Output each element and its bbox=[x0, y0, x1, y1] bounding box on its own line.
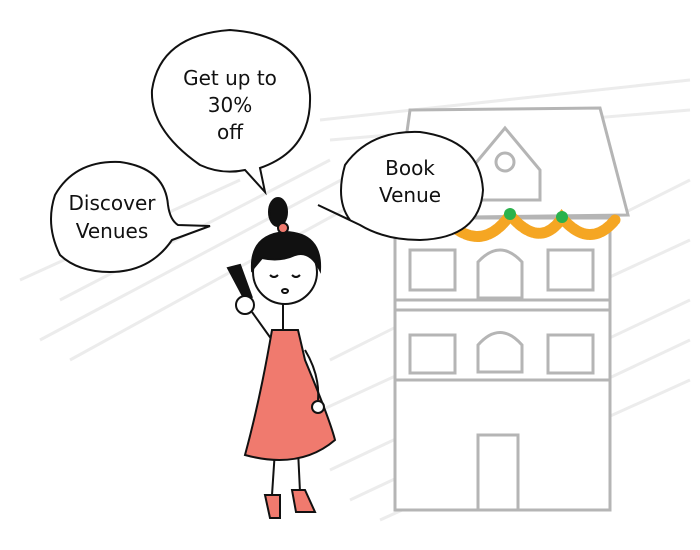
discount-line-2: 30% bbox=[208, 93, 252, 117]
girl-shoe bbox=[290, 489, 317, 513]
garland-knot bbox=[556, 211, 568, 223]
discount-line-3: off bbox=[217, 120, 244, 144]
discover-line-2: Venues bbox=[76, 219, 149, 243]
speech-bubble-book: Book Venue bbox=[317, 130, 485, 242]
house-window bbox=[408, 333, 457, 375]
girl-dress bbox=[243, 329, 337, 461]
house bbox=[393, 106, 630, 512]
discover-line-1: Discover bbox=[69, 191, 157, 215]
girl-eyes bbox=[269, 274, 301, 278]
house-round-window bbox=[494, 151, 516, 173]
house-arched-window bbox=[476, 248, 524, 300]
speech-bubble-discover: Discover Venues bbox=[50, 160, 211, 274]
girl-hand bbox=[235, 295, 255, 315]
house-arched-window bbox=[476, 331, 524, 374]
house-window bbox=[546, 333, 595, 375]
house-window bbox=[408, 248, 457, 292]
girl-mouth bbox=[281, 288, 289, 294]
discount-line-1: Get up to bbox=[183, 66, 277, 90]
girl-phone-arm bbox=[226, 263, 253, 301]
garland-knot bbox=[504, 208, 516, 220]
garland bbox=[449, 206, 621, 242]
house-door bbox=[476, 433, 520, 512]
speech-bubble-discount: Get up to 30% off bbox=[150, 28, 312, 196]
girl-hair-bun bbox=[268, 197, 288, 227]
book-line-2: Venue bbox=[379, 183, 441, 207]
girl-hair bbox=[250, 230, 322, 274]
book-line-1: Book bbox=[385, 156, 435, 180]
girl-shoe bbox=[263, 494, 281, 519]
girl-character bbox=[226, 197, 337, 519]
girl-arm bbox=[304, 349, 320, 401]
house-window bbox=[546, 248, 595, 292]
